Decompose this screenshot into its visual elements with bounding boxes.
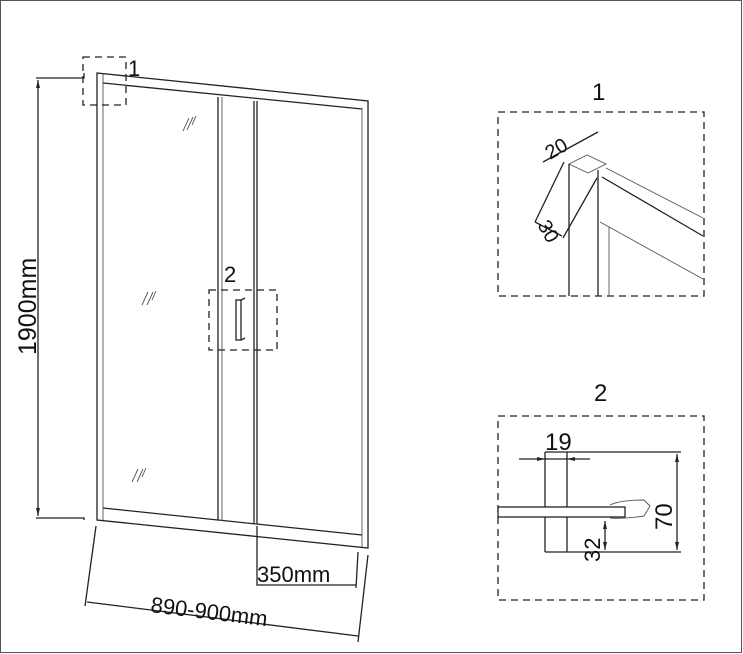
detail-1-title: 1 — [592, 79, 605, 106]
width-dimension — [84, 525, 369, 643]
detail-1-box — [497, 111, 705, 297]
detail-2-profile — [497, 451, 681, 553]
detail-1-depth-label: 30 — [533, 217, 563, 247]
callout-label-2: 2 — [224, 262, 236, 287]
detail-2-offset-label: 32 — [580, 538, 605, 562]
width-label: 890-900mm — [149, 592, 269, 631]
detail-2-height-label: 70 — [651, 503, 678, 530]
detail-1-profile — [534, 131, 704, 296]
detail-2-title: 2 — [594, 380, 607, 407]
callout-label-1: 1 — [128, 56, 140, 81]
callout-box-1 — [82, 56, 127, 106]
door-frame — [96, 72, 369, 549]
callout-box-2 — [208, 289, 278, 351]
height-label: 1900mm — [14, 258, 42, 355]
detail-2-width-label: 19 — [545, 429, 572, 456]
door-handle — [235, 297, 246, 341]
height-dimension — [36, 73, 85, 520]
opening-dimension — [256, 526, 359, 589]
glass-reflection-marks — [131, 115, 197, 483]
opening-label: 350mm — [257, 562, 330, 587]
